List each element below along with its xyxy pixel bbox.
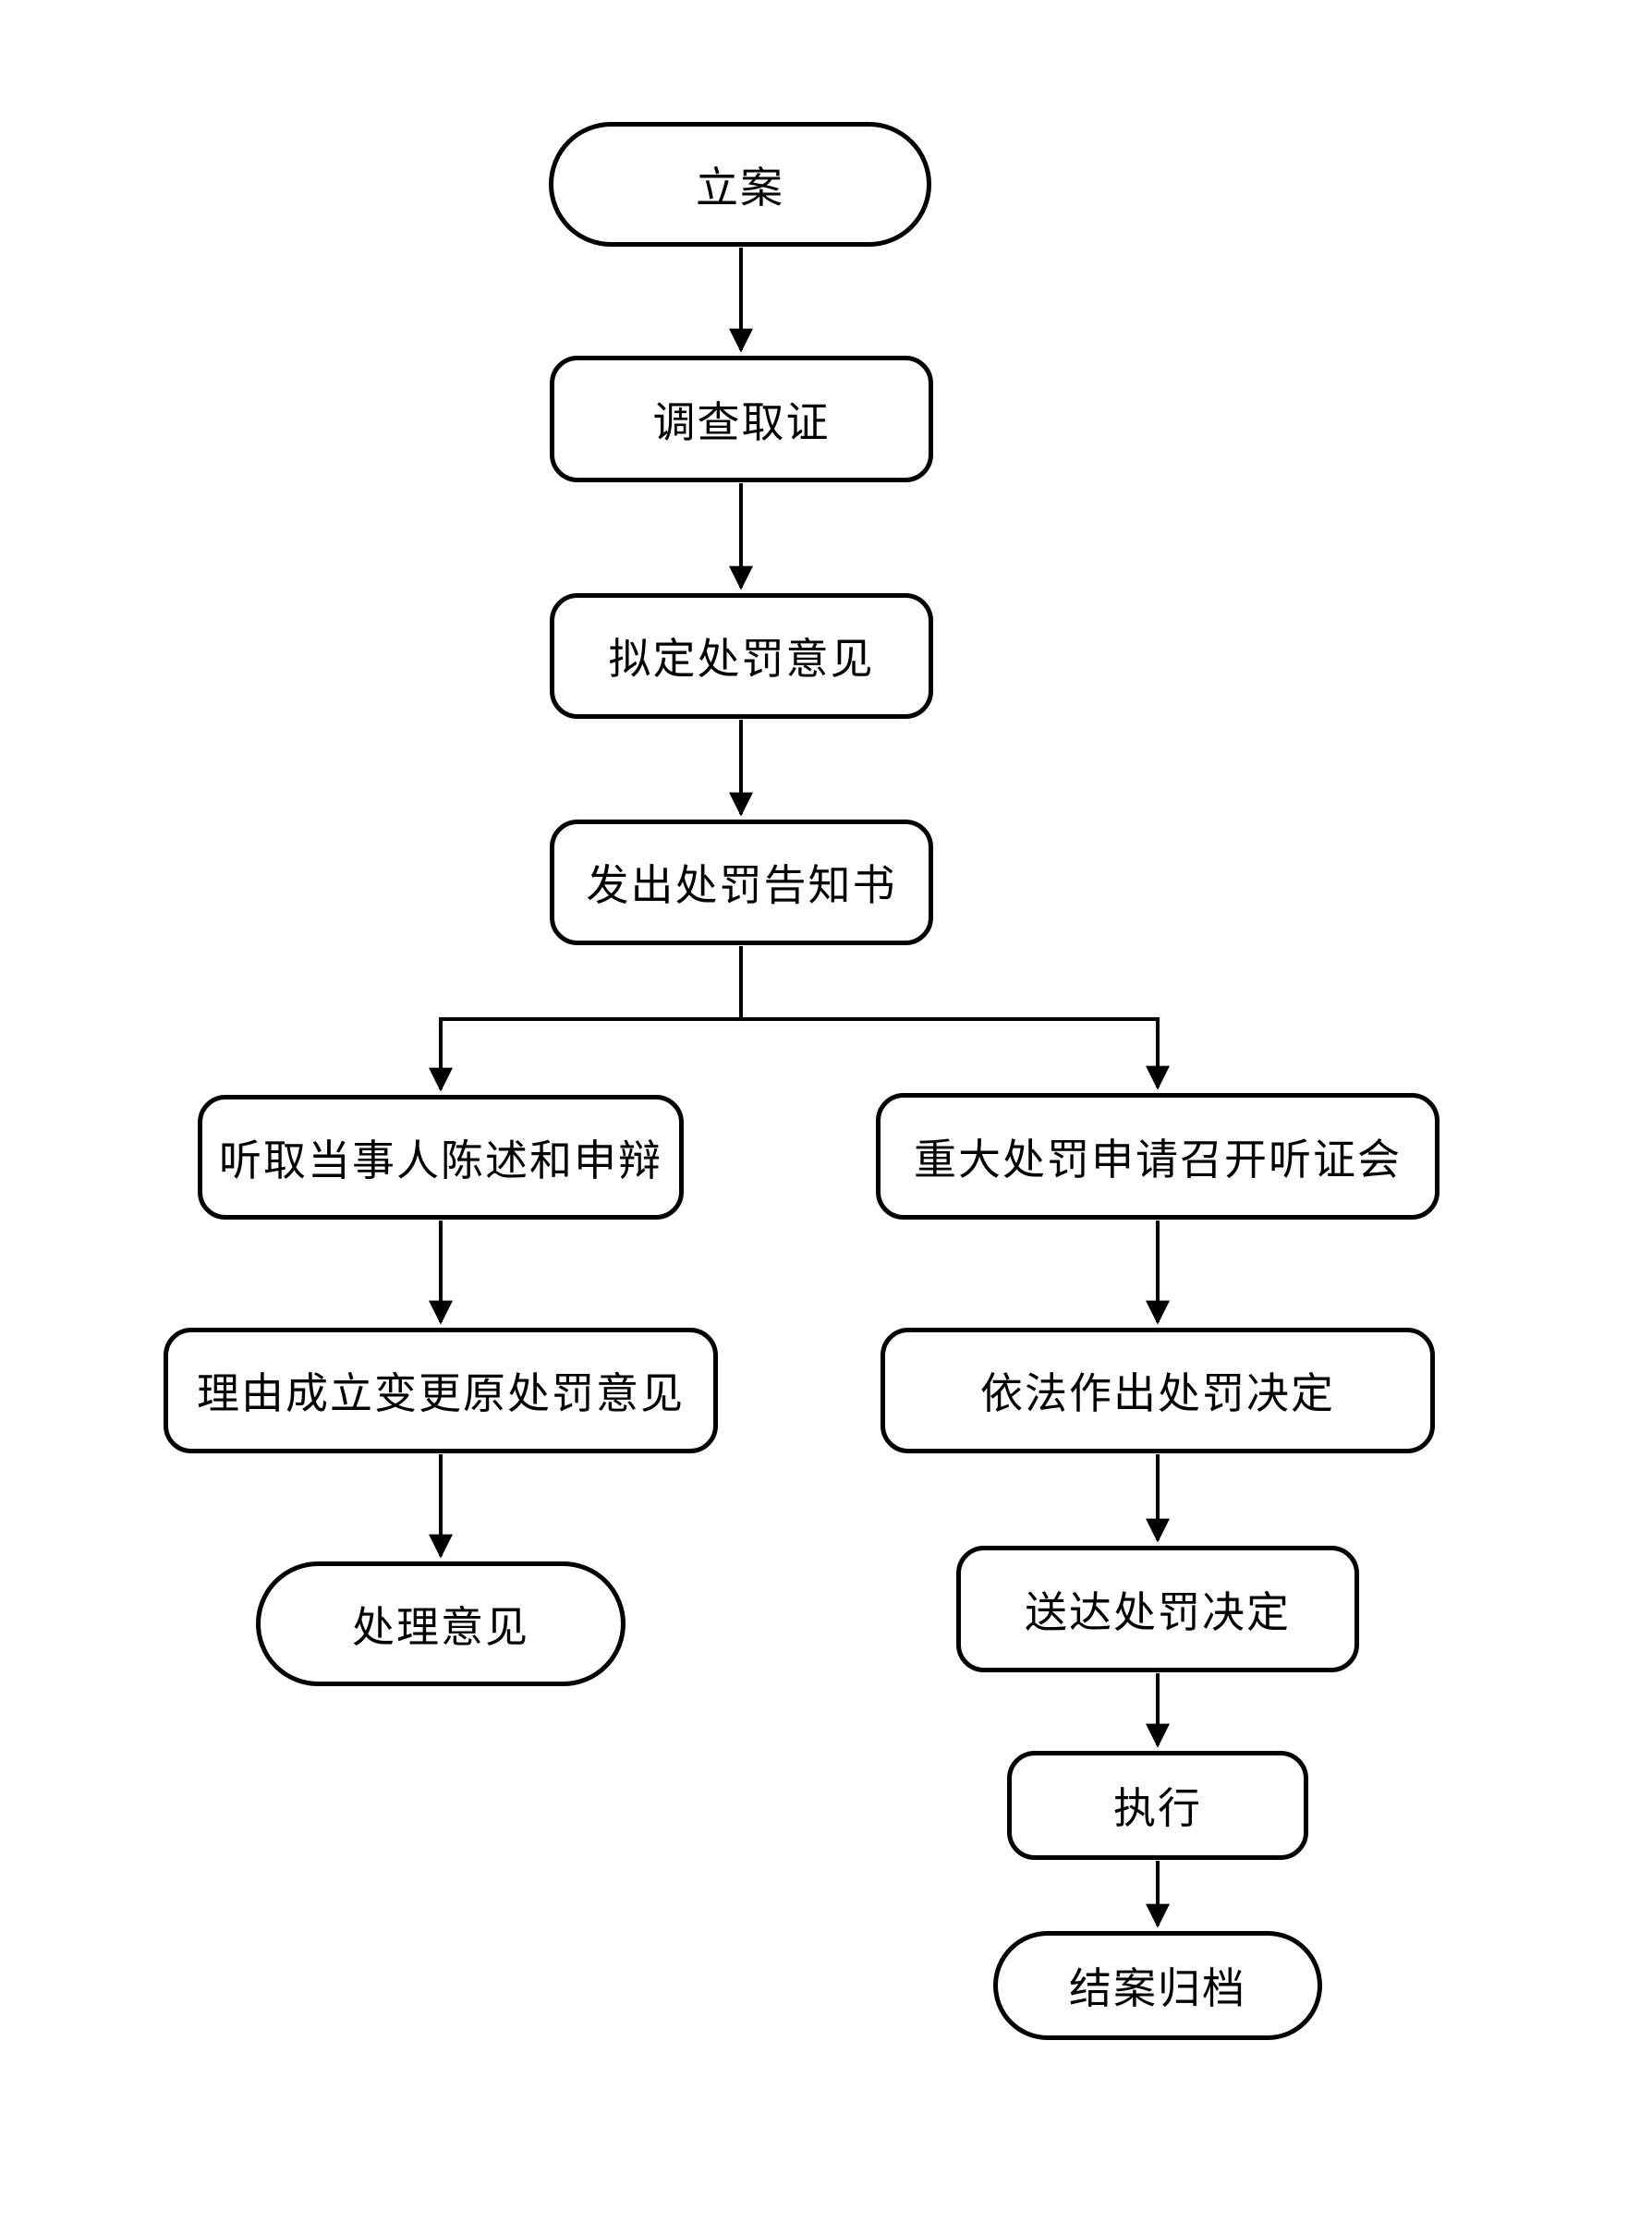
node-draft-opinion: 拟定处罚意见 bbox=[550, 593, 933, 719]
node-execute: 执行 bbox=[1007, 1751, 1308, 1860]
node-statement-defense-label: 听取当事人陈述和申辩 bbox=[219, 1136, 662, 1184]
node-investigate-label: 调查取证 bbox=[652, 398, 831, 446]
node-close-archive: 结案归档 bbox=[993, 1931, 1322, 2040]
node-deliver-decision-label: 送达处罚决定 bbox=[1025, 1588, 1291, 1636]
node-penalty-notice-label: 发出处罚告知书 bbox=[586, 862, 897, 909]
node-penalty-decision-label: 依法作出处罚决定 bbox=[980, 1370, 1335, 1417]
node-close-archive-label: 结案归档 bbox=[1069, 1965, 1246, 2012]
node-penalty-decision: 依法作出处罚决定 bbox=[881, 1328, 1435, 1453]
node-draft-opinion-label: 拟定处罚意见 bbox=[608, 636, 875, 683]
node-hearing-label: 重大处罚申请召开听证会 bbox=[914, 1136, 1402, 1184]
node-start: 立案 bbox=[549, 122, 931, 247]
node-handling-opinion: 处理意见 bbox=[256, 1561, 626, 1686]
node-handling-opinion-label: 处理意见 bbox=[352, 1603, 529, 1651]
node-change-opinion-label: 理由成立变更原处罚意见 bbox=[197, 1370, 685, 1417]
node-execute-label: 执行 bbox=[1113, 1785, 1202, 1832]
node-change-opinion: 理由成立变更原处罚意见 bbox=[164, 1328, 718, 1453]
node-deliver-decision: 送达处罚决定 bbox=[956, 1546, 1359, 1672]
node-start-label: 立案 bbox=[696, 164, 784, 212]
node-hearing: 重大处罚申请召开听证会 bbox=[876, 1093, 1439, 1220]
node-penalty-notice: 发出处罚告知书 bbox=[550, 820, 933, 945]
node-statement-defense: 听取当事人陈述和申辩 bbox=[198, 1095, 684, 1220]
node-investigate: 调查取证 bbox=[550, 356, 933, 482]
